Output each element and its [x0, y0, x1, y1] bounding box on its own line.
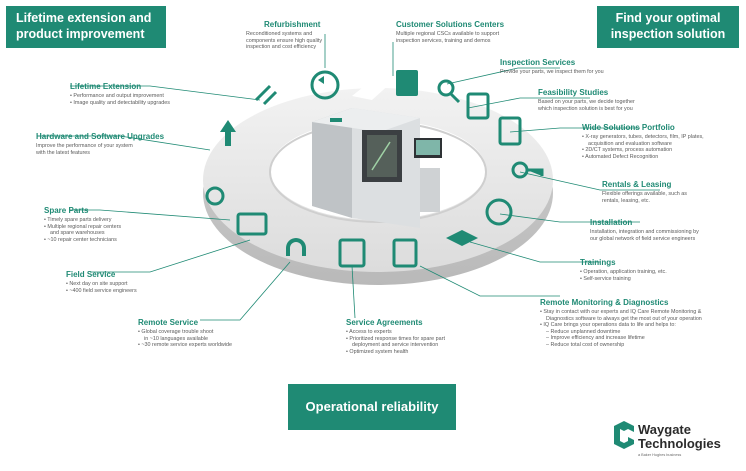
portfolio-desc: X-ray generators, tubes, detectors, film…	[582, 134, 742, 160]
toolbox-icon	[236, 212, 268, 236]
banner-find-solution: Find your optimal inspection solution	[597, 6, 739, 48]
trainings-desc: Operation, application training, etc. Se…	[580, 269, 730, 282]
customer-centers-title: Customer Solutions Centers	[396, 20, 505, 29]
spare-parts-desc: Timely spare parts delivery Multiple reg…	[44, 217, 174, 243]
xray-machine	[312, 108, 442, 228]
rentals-desc: Flexible offerings available, such as re…	[602, 191, 687, 204]
inspection-services-desc: Provide your parts, we inspect them for …	[500, 69, 604, 75]
field-service-title: Field Service	[66, 270, 116, 279]
building-icon	[396, 70, 418, 96]
banner-operational-reliability: Operational reliability	[288, 384, 456, 430]
lifetime-arrows-icon	[254, 84, 278, 106]
wrench-icon	[485, 198, 513, 226]
remote-monitoring-title: Remote Monitoring & Diagnostics	[540, 298, 669, 307]
gears-icon	[205, 186, 225, 206]
hardware-desc: Improve the performance of your system w…	[36, 143, 133, 156]
upgrade-arrow-icon	[220, 120, 236, 146]
checklist-icon	[466, 92, 490, 120]
magnifier-icon	[437, 79, 455, 97]
feasibility-desc: Based on your parts, we decide together …	[538, 99, 635, 112]
lifetime-desc: Performance and output improvement Image…	[70, 93, 220, 106]
recycle-icon	[310, 70, 340, 100]
document-icon	[498, 116, 522, 146]
logo-tagline: a Baker Hughes business	[638, 453, 682, 457]
inspection-services-title: Inspection Services	[500, 58, 576, 67]
bar-chart-icon	[392, 238, 418, 268]
agreement-icon	[338, 238, 366, 268]
spare-parts-title: Spare Parts	[44, 206, 89, 215]
refurbishment-title: Refurbishment	[264, 20, 321, 29]
feasibility-title: Feasibility Studies	[538, 88, 609, 97]
field-service-desc: Next day on site support ~400 field serv…	[66, 281, 196, 294]
headset-icon	[286, 238, 306, 256]
graduation-cap-icon	[446, 230, 478, 246]
portfolio-title: Wide Solutions Portfolio	[582, 123, 675, 132]
rentals-title: Rentals & Leasing	[602, 180, 672, 189]
waygate-logo-mark	[614, 421, 634, 449]
hardware-title: Hardware and Software Upgrades	[36, 132, 165, 141]
service-agreements-title: Service Agreements	[346, 318, 423, 327]
installation-desc: Installation, integration and commission…	[590, 229, 699, 242]
logo-wordmark: Waygate Technologies	[638, 422, 721, 451]
remote-monitoring-desc: Stay in contact with our experts and IQ …	[540, 309, 742, 349]
installation-title: Installation	[590, 218, 633, 227]
trainings-title: Trainings	[580, 258, 616, 267]
remote-service-title: Remote Service	[138, 318, 199, 327]
customer-centers-desc: Multiple regional CSCs available to supp…	[396, 31, 500, 44]
service-agreements-desc: Access to experts Prioritized response t…	[346, 329, 486, 355]
waygate-logo: Waygate Technologies a Baker Hughes busi…	[612, 420, 742, 466]
refurbishment-desc: Reconditioned systems and components ens…	[246, 31, 323, 51]
lifetime-title: Lifetime Extension	[70, 82, 142, 91]
banner-lifetime-extension: Lifetime extension and product improveme…	[6, 6, 166, 48]
remote-service-desc: Global coverage trouble shoot in ~10 lan…	[138, 329, 268, 349]
